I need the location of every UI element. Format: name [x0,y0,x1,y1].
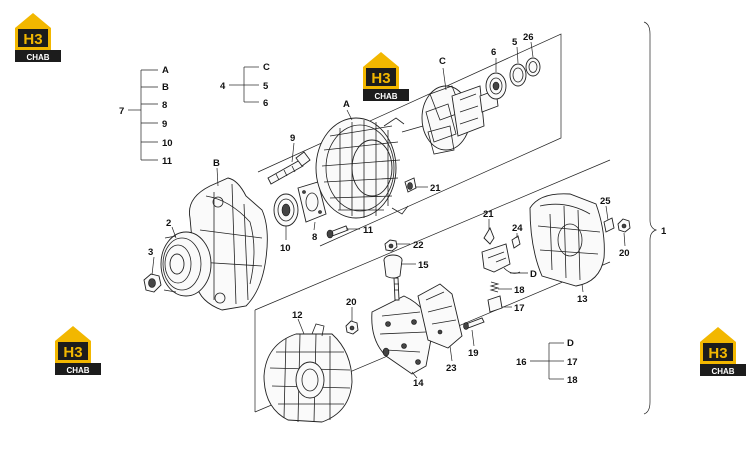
group-16-item: 17 [567,357,578,368]
callout-17: 17 [514,303,525,314]
screw-part-11 [326,225,349,239]
group-7-tree: 7 A B 8 9 10 11 [119,65,173,167]
svg-text:H3: H3 [371,70,390,87]
callout-8: 8 [312,232,317,243]
callout-20-right: 20 [619,248,630,259]
callout-c: C [439,56,446,67]
assembly-brace: 1 [643,21,667,415]
group-7-item: 9 [162,119,167,130]
screw-part-24 [511,235,521,249]
callout-19: 19 [468,348,479,359]
logo-right: H3 CHAB [700,327,746,376]
callout-3: 3 [148,247,153,258]
screw-part-25 [603,217,615,233]
nut-part-20-right [617,218,631,233]
callout-6: 6 [491,47,496,58]
group-7-item: 11 [162,156,173,167]
logo-bottom-left: H3 CHAB [55,326,101,375]
nut-part-3 [143,273,162,293]
retainer-plate-part-8 [297,181,327,223]
group-16-item: D [567,338,574,349]
callout-5: 5 [512,37,518,48]
callout-13: 13 [577,294,588,305]
rear-cover-part-13 [529,193,605,287]
group-7-label: 7 [119,106,124,117]
callout-20-left: 20 [346,297,357,308]
callout-15: 15 [418,260,429,271]
washer-part-26 [525,57,541,77]
group-7-item: A [162,65,169,76]
svg-text:H3: H3 [23,31,42,48]
callout-d: D [530,269,537,280]
regulator-part-d [481,243,521,274]
pulley-part-2 [160,231,212,297]
svg-text:CHAB: CHAB [374,92,397,101]
screw-part-21-lower [483,226,495,245]
callout-26: 26 [523,32,534,43]
cap-part-15 [383,254,403,279]
callout-11: 11 [363,225,374,236]
callout-23: 23 [446,363,457,374]
group-4-item: C [263,62,270,73]
callout-21-upper: 21 [430,183,441,194]
svg-text:CHAB: CHAB [26,53,49,62]
callout-22: 22 [413,240,424,251]
group-7-item: 10 [162,138,173,149]
rotor-part-c [401,85,499,155]
group-7-item: 8 [162,100,167,111]
rectifier-part-14 [371,277,433,375]
rear-housing-part-12 [263,323,353,423]
callout-12: 12 [292,310,303,321]
callout-18: 18 [514,285,525,296]
group-4-item: 5 [263,81,269,92]
leader-lines [151,41,626,379]
nut-part-22 [384,239,398,252]
group-7-item: B [162,82,169,93]
screw-part-21-upper [404,177,417,193]
bearing-part-6 [485,72,507,100]
callout-25: 25 [600,196,611,207]
group-4-item: 6 [263,98,268,109]
callout-b: B [213,158,220,169]
brush-part-17 [487,295,503,313]
assembly-number: 1 [661,226,667,237]
shaft-part-9 [267,151,311,185]
stator-part-a [315,117,409,219]
spring-part-18 [489,281,500,293]
nut-part-20-left [345,320,359,335]
group-16-tree: 16 D 17 18 [516,338,578,386]
svg-text:CHAB: CHAB [66,366,89,375]
ring-part-5 [509,63,527,87]
callout-labels: C 6 5 26 A 9 B 2 3 10 8 11 21 21 22 15 2… [148,32,630,389]
callout-2: 2 [166,218,171,229]
svg-text:H3: H3 [63,344,82,361]
callout-24: 24 [512,223,523,234]
brush-holder-part-23 [417,283,463,349]
group-16-label: 16 [516,357,527,368]
callout-9: 9 [290,133,295,144]
callout-14: 14 [413,378,424,389]
svg-text:H3: H3 [708,345,727,362]
logo-top-left: H3 CHAB [15,13,61,62]
callout-21-lower: 21 [483,209,494,220]
bearing-part-10 [273,193,299,227]
callout-10: 10 [280,243,291,254]
group-16-item: 18 [567,375,578,386]
callout-a: A [343,99,350,110]
svg-text:CHAB: CHAB [711,367,734,376]
screw-part-19 [463,317,485,330]
logo-center: H3 CHAB [363,52,409,101]
group-4-tree: 4 C 5 6 [220,62,270,109]
group-4-label: 4 [220,81,226,92]
